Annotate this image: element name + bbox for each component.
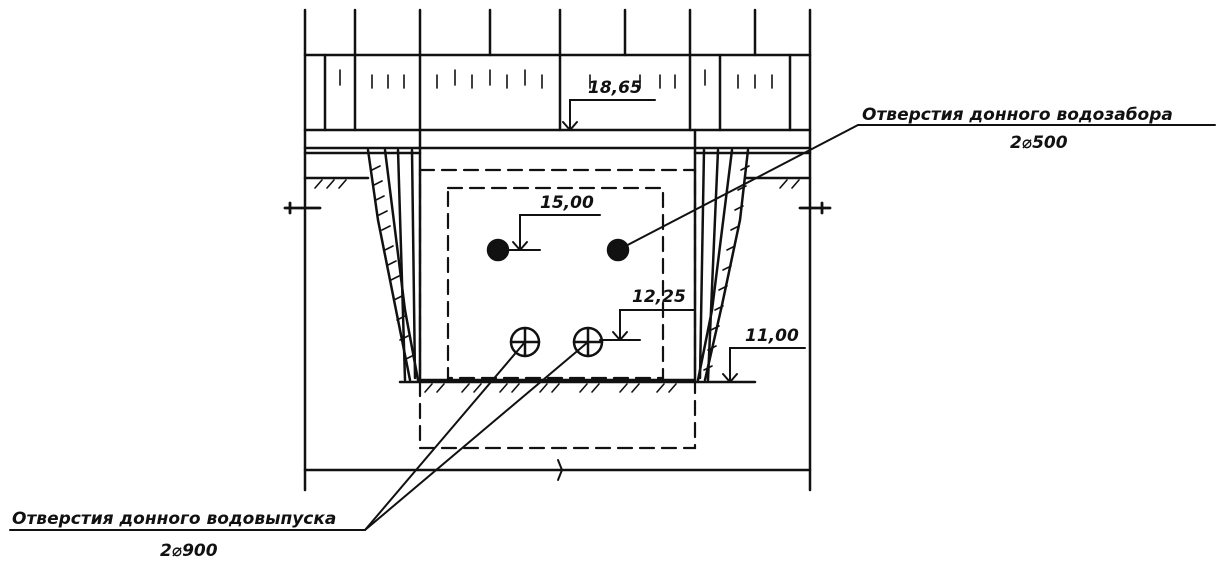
ground-hatching bbox=[314, 165, 800, 371]
band-ticks bbox=[339, 69, 773, 89]
dashed-outer-outline bbox=[418, 168, 697, 450]
right-slope-inner bbox=[696, 148, 734, 382]
outlet-leader bbox=[9, 341, 589, 531]
upper-dividers bbox=[353, 8, 757, 57]
elevation-outlet-label: 12,25 bbox=[632, 287, 686, 307]
intake-leader bbox=[617, 124, 1216, 251]
elevation-bottom-label: 11,00 bbox=[745, 326, 799, 346]
section-mark-right bbox=[798, 201, 832, 215]
elevation-top-label: 18,65 bbox=[588, 78, 642, 98]
left-slope-inner bbox=[383, 148, 420, 382]
left-slope-outer bbox=[366, 148, 412, 382]
dashed-inner-rect bbox=[446, 186, 665, 380]
elevation-top-marker bbox=[562, 99, 656, 131]
elevation-outlet-marker bbox=[599, 309, 696, 341]
bottom-hatching bbox=[424, 383, 677, 393]
elevation-intake-marker bbox=[499, 214, 601, 251]
intake-opening-left bbox=[486, 238, 510, 262]
break-mark bbox=[557, 459, 564, 481]
elevation-bottom-marker bbox=[722, 347, 806, 383]
band-dividers bbox=[323, 53, 792, 132]
outlet-callout-title: Отверстия донного водовыпуска bbox=[12, 509, 336, 529]
section-mark-left bbox=[283, 201, 322, 215]
outlet-callout-spec: 2⌀900 bbox=[160, 541, 218, 561]
intake-callout-spec: 2⌀500 bbox=[1010, 133, 1068, 153]
structure-outline bbox=[418, 128, 697, 382]
intake-callout-title: Отверстия донного водозабора bbox=[862, 105, 1173, 125]
elevation-intake-label: 15,00 bbox=[540, 193, 594, 213]
